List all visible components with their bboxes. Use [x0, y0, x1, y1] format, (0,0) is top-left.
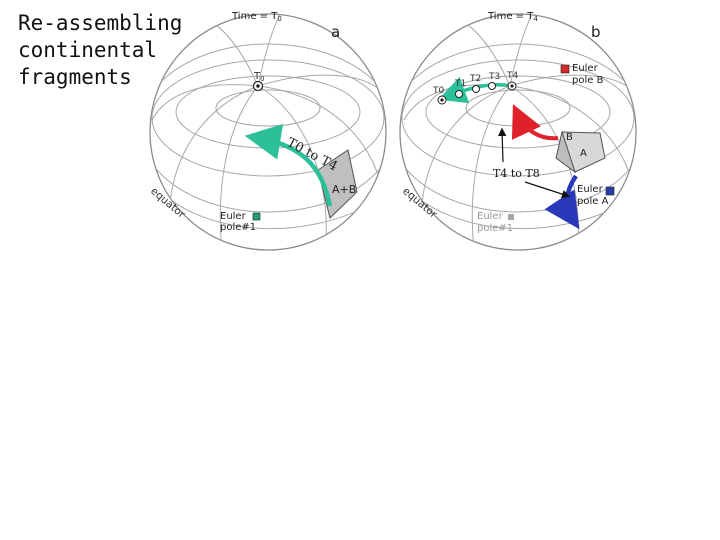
pointer-up [497, 127, 507, 163]
plate-b [555, 130, 576, 174]
arrow-t0-to-t4 [244, 123, 333, 207]
plate-a-label: A [580, 148, 587, 159]
track-t3-marker [488, 82, 496, 90]
track-t3-label: T3 [488, 72, 500, 82]
globe-b: T0 T1 T2 T3 T4 Euler pole B B A Euler po… [399, 11, 637, 251]
euler-pole-1-b-label: Euler [477, 211, 504, 222]
euler-pole-a-label-2: pole A [577, 196, 609, 207]
plate-b-label: B [566, 132, 573, 143]
track-t1-marker [455, 90, 463, 98]
track-t2-label: T2 [469, 74, 481, 84]
euler-pole-1-a-label-2: pole#1 [220, 222, 256, 233]
euler-pole-1-b-label-2: pole#1 [477, 223, 513, 234]
euler-pole-b-label-2: pole B [572, 75, 604, 86]
pole-a-label: T0 [253, 71, 265, 83]
euler-pole-a-marker [605, 186, 615, 196]
euler-pole-b-label: Euler [572, 63, 599, 74]
euler-pole-a-label: Euler [577, 184, 604, 195]
track-t0-t4 [438, 76, 513, 104]
track-t2-marker [472, 85, 480, 93]
globe-a: T0 A+B T0 to T4 equator Euler pole#1 Tim… [148, 11, 387, 251]
pointer-right [524, 181, 571, 199]
globe-a-outline [149, 13, 387, 251]
track-t4-label: T4 [506, 71, 518, 81]
euler-pole-1-a-marker [252, 212, 261, 221]
slide-title: Re-assembling continental fragments [18, 11, 183, 89]
euler-pole-b-marker [560, 64, 570, 74]
euler-pole-1-a-label: Euler [220, 211, 247, 222]
arrow-t4-to-t8-label: T4 to T8 [493, 167, 540, 180]
euler-pole-1-b-marker [508, 214, 514, 220]
panel-a-letter: a [331, 23, 340, 41]
panel-b-letter: b [591, 23, 601, 41]
track-t1-label: T1 [454, 79, 466, 89]
track-t0-label: T0 [432, 86, 444, 96]
time-b-label: Time = T4 [487, 11, 538, 23]
plate-a-plus-b-label: A+B [332, 183, 356, 196]
time-a-label: Time = T0 [231, 11, 282, 23]
red-arrow [511, 104, 559, 141]
